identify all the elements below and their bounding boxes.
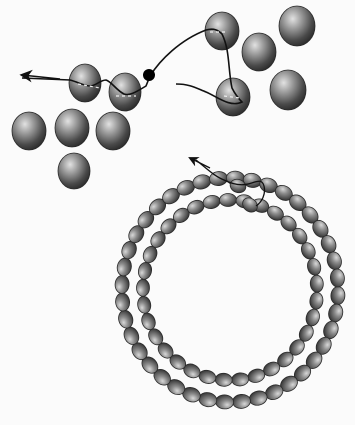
bead bbox=[116, 257, 133, 278]
bead bbox=[115, 292, 131, 311]
bead bbox=[58, 153, 90, 189]
bead bbox=[117, 309, 135, 330]
bead bbox=[115, 275, 130, 294]
bead bbox=[325, 250, 343, 271]
bead bbox=[231, 372, 249, 387]
bead bbox=[279, 6, 315, 46]
bead bbox=[306, 257, 323, 277]
bead bbox=[215, 394, 234, 409]
bead bbox=[55, 109, 89, 147]
detail-beads bbox=[12, 6, 315, 189]
bead bbox=[216, 78, 250, 116]
beads-detail-panel bbox=[12, 6, 315, 189]
beads-ring-panel bbox=[115, 158, 346, 409]
bead bbox=[96, 112, 130, 150]
bead bbox=[310, 275, 324, 293]
bead bbox=[136, 279, 149, 296]
bead bbox=[330, 286, 345, 305]
bead bbox=[309, 292, 324, 310]
ring-beads bbox=[115, 171, 346, 410]
bead bbox=[69, 64, 101, 102]
bead bbox=[270, 70, 306, 110]
arrow-icon bbox=[190, 158, 210, 168]
bead bbox=[136, 295, 152, 314]
bead bbox=[304, 307, 322, 327]
bead bbox=[327, 303, 344, 324]
bead bbox=[215, 373, 233, 387]
bead bbox=[205, 12, 239, 50]
bead bbox=[242, 33, 276, 71]
bead bbox=[198, 391, 219, 408]
bead bbox=[137, 261, 153, 280]
bead bbox=[232, 393, 251, 409]
knot-icon bbox=[143, 69, 155, 81]
bead bbox=[12, 112, 46, 150]
bead bbox=[202, 194, 221, 210]
bead bbox=[329, 268, 345, 287]
bead bbox=[219, 193, 236, 206]
bead bbox=[198, 368, 218, 385]
